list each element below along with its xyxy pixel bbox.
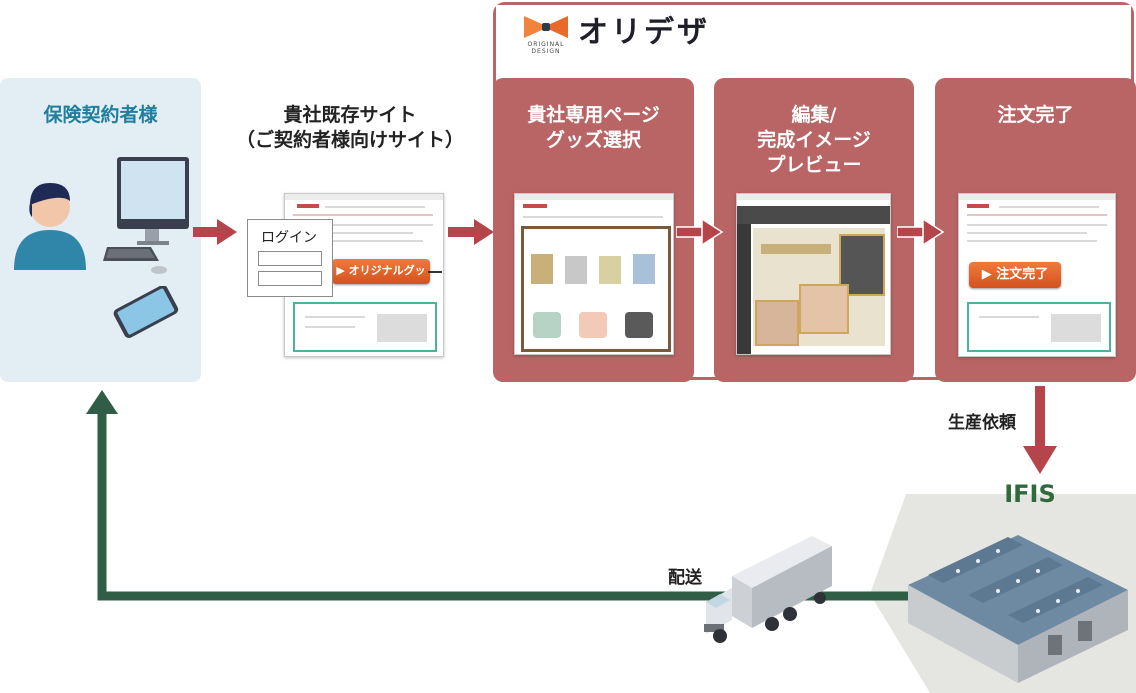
existing-site-label: 貴社既存サイト （ご契約者様向けサイト） [235, 104, 464, 151]
factory-label: IFIS [1004, 480, 1056, 508]
production-arrow [1023, 386, 1057, 474]
logo-text: オリデザ [578, 15, 710, 50]
goods-select-label: 貴社専用ページ グッズ選択 [527, 104, 660, 151]
flow-arrow-3 [676, 219, 724, 245]
ribbon-logo-icon [524, 16, 568, 38]
order-complete-button[interactable]: ▶ 注文完了 [969, 262, 1061, 288]
delivery-label: 配送 [668, 568, 702, 588]
delivery-route-arrow [86, 390, 908, 601]
desktop-computer-icon [103, 157, 189, 274]
flow-arrow-2 [448, 219, 494, 245]
order-complete-label: 注文完了 [997, 104, 1074, 126]
delivery-truck-icon [704, 536, 832, 643]
customer-panel [0, 78, 201, 382]
login-label: ログイン [261, 230, 317, 246]
flow-arrow-1 [193, 219, 237, 245]
customer-label: 保険契約者様 [43, 104, 158, 126]
goods-select-screenshot [514, 193, 674, 355]
login-password-field[interactable] [258, 271, 322, 286]
brand-header [496, 5, 1131, 67]
flow-arrow-4 [897, 219, 945, 245]
login-id-field[interactable] [258, 251, 322, 266]
logo-caption: ORIGINAL DESIGN [527, 41, 565, 55]
person-icon [14, 183, 86, 270]
original-goods-button[interactable]: ▶ オリジナルグッズ [332, 259, 430, 301]
production-request-label: 生産依頼 [948, 413, 1016, 433]
factory-building-icon [908, 535, 1128, 683]
connector-line [428, 271, 442, 273]
edit-preview-label: 編集/ 完成イメージ プレビュー [757, 104, 871, 176]
smartphone-icon [113, 286, 179, 338]
edit-preview-screenshot [736, 193, 891, 355]
